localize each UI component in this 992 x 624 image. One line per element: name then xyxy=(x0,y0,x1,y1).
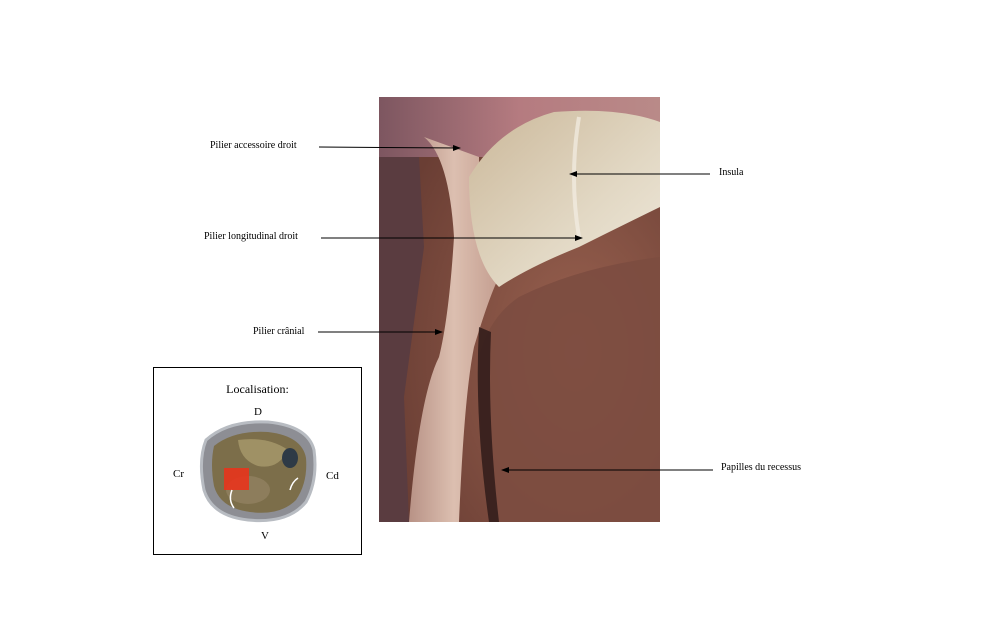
label-papilles-du-recessus: Papilles du recessus xyxy=(721,462,801,473)
location-highlight xyxy=(224,468,249,490)
label-insula: Insula xyxy=(719,167,744,178)
photo-illustration xyxy=(379,97,660,522)
dir-cranial: Cr xyxy=(173,468,184,480)
label-pilier-longitudinal-droit: Pilier longitudinal droit xyxy=(204,231,298,242)
localisation-inset: Localisation: D Cr Cd V xyxy=(153,367,362,555)
inset-title: Localisation: xyxy=(226,382,289,396)
label-pilier-accessoire-droit: Pilier accessoire droit xyxy=(210,140,297,151)
dir-caudal: Cd xyxy=(326,470,339,482)
rumen-thumbnail xyxy=(199,420,317,523)
dir-dorsal: D xyxy=(254,406,262,418)
anatomical-photo xyxy=(379,97,660,522)
label-pilier-cranial: Pilier crânial xyxy=(253,326,305,337)
dir-ventral: V xyxy=(261,530,269,542)
